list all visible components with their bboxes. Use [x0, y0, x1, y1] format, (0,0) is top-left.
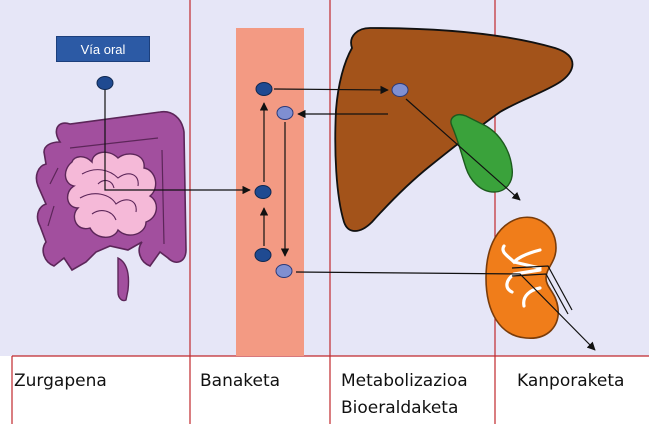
phase-label-absorption: Zurgapena — [14, 369, 107, 393]
metabolite-particle — [392, 84, 408, 97]
drug-particle — [97, 77, 113, 90]
phase-label-excretion: Kanporaketa — [517, 369, 624, 393]
metabolite-particle — [277, 107, 293, 120]
phase-label-metabolism: Metabolizazioa — [341, 369, 468, 393]
drug-particle — [255, 186, 271, 199]
drug-particle — [256, 83, 272, 96]
phase-label-biotransformation: Bioeraldaketa — [341, 396, 458, 420]
metabolite-particle — [276, 265, 292, 278]
phase-label-distribution: Banaketa — [200, 369, 280, 393]
drug-particle — [255, 249, 271, 262]
oral-route-label: Vía oral — [56, 36, 150, 62]
